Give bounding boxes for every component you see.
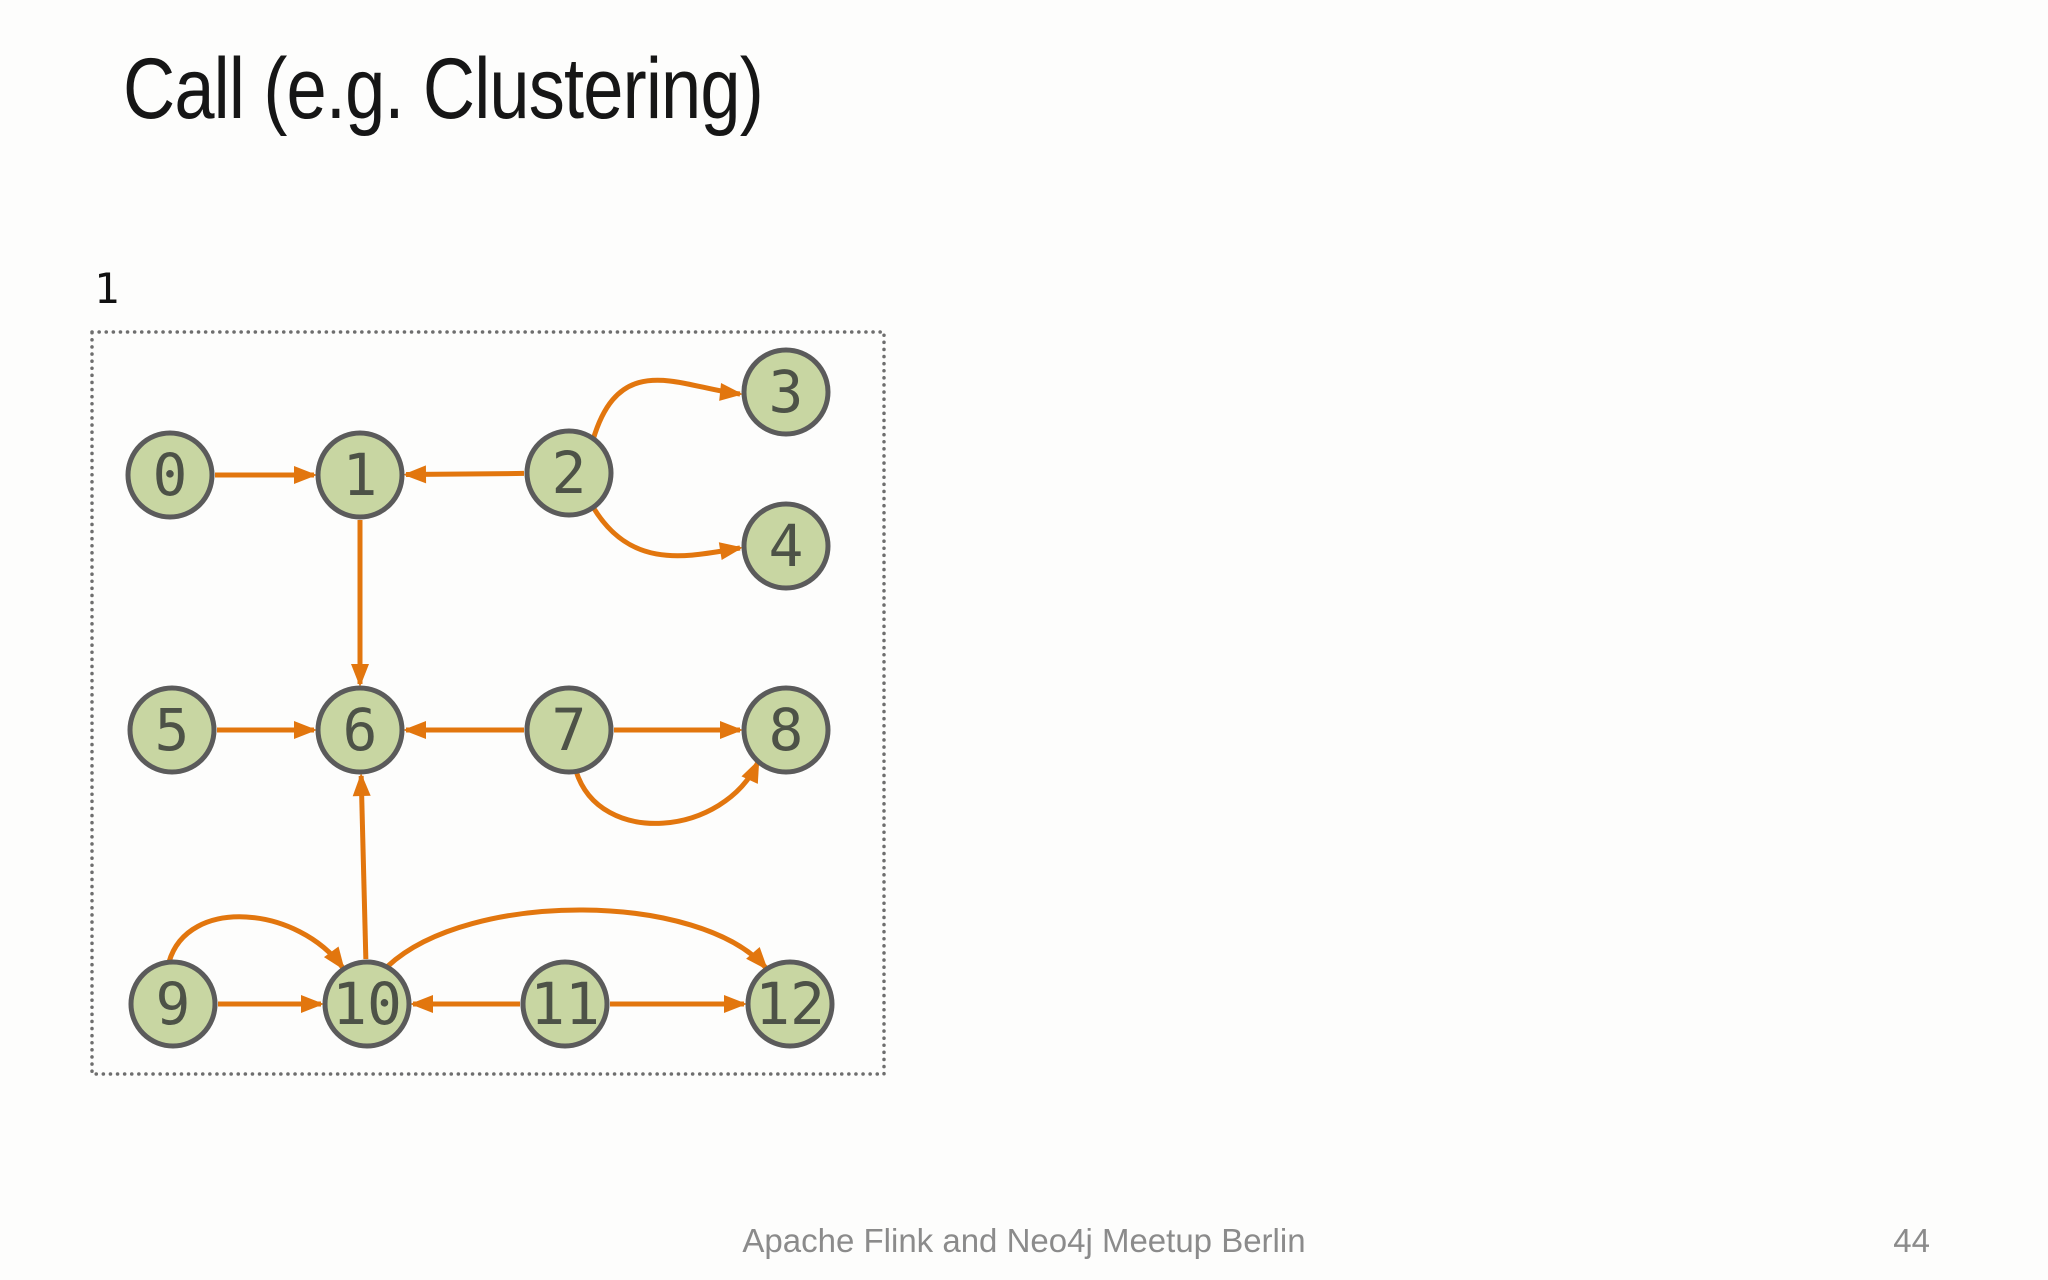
node-label: 8: [769, 696, 804, 764]
graph-node-6: 6: [315, 685, 405, 775]
graph-node-9: 9: [128, 959, 218, 1049]
node-label: 2: [552, 439, 587, 507]
node-label: 7: [552, 696, 587, 764]
graph-edge-2-4: [590, 505, 743, 561]
graph-edge-2-1: [402, 465, 525, 484]
node-circle: [315, 685, 405, 775]
node-circle: [524, 685, 614, 775]
graph-node-4: 4: [741, 501, 831, 591]
node-circle: [741, 685, 831, 775]
graph-edge-10-6: [352, 772, 371, 960]
graph-edge-7-8: [573, 759, 761, 826]
node-circle: [524, 428, 614, 518]
node-circle: [741, 501, 831, 591]
footer-text: Apache Flink and Neo4j Meetup Berlin: [742, 1222, 1306, 1259]
node-circle: [520, 959, 610, 1049]
node-circle: [128, 959, 218, 1049]
node-label: 9: [156, 970, 191, 1038]
graph-edge-9-10: [166, 914, 346, 971]
graph-node-10: 10: [322, 959, 412, 1049]
graph-node-1: 1: [315, 430, 405, 520]
node-label: 4: [769, 512, 804, 580]
cluster-label: 1: [94, 264, 120, 313]
node-circle: [322, 959, 412, 1049]
graph-edge-10-12: [386, 907, 768, 971]
page-number: 44: [1893, 1222, 1930, 1259]
node-circle: [125, 430, 215, 520]
node-label: 1: [343, 441, 378, 509]
graph-node-8: 8: [741, 685, 831, 775]
node-label: 6: [343, 696, 378, 764]
graph-edge-2-3: [590, 377, 743, 441]
node-label: 10: [332, 970, 402, 1038]
graph-node-12: 12: [745, 959, 835, 1049]
node-circle: [745, 959, 835, 1049]
slide-title: Call (e.g. Clustering): [123, 41, 764, 137]
node-label: 3: [769, 358, 804, 426]
node-circle: [127, 685, 217, 775]
node-circle: [741, 347, 831, 437]
node-label: 12: [755, 970, 825, 1038]
cluster-box: [90, 330, 886, 1076]
node-label: 11: [530, 970, 600, 1038]
node-circle: [315, 430, 405, 520]
graph-node-7: 7: [524, 685, 614, 775]
node-label: 5: [155, 696, 190, 764]
graph-node-5: 5: [127, 685, 217, 775]
graph-node-11: 11: [520, 959, 610, 1049]
node-label: 0: [153, 441, 188, 509]
graph-node-3: 3: [741, 347, 831, 437]
graph-node-0: 0: [125, 430, 215, 520]
graph-node-2: 2: [524, 428, 614, 518]
